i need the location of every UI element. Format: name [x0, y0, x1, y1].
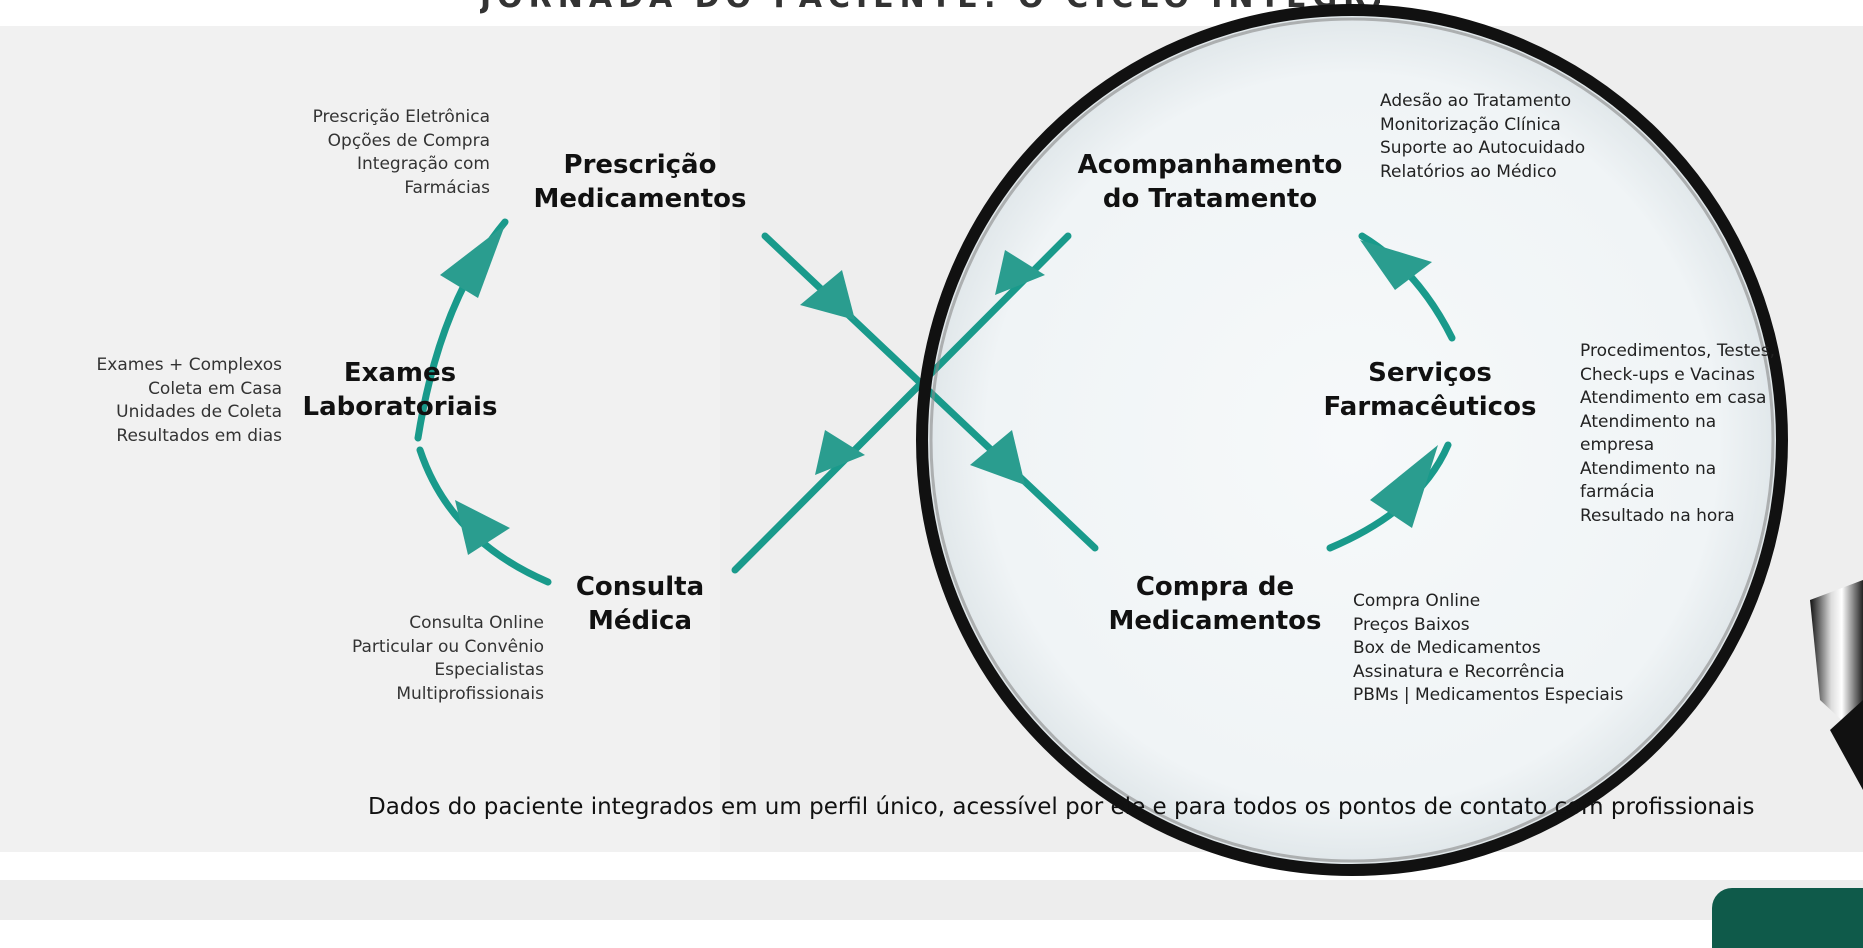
node-consulta: Consulta Médica: [555, 570, 725, 638]
list-item: farmácia: [1580, 482, 1655, 502]
list-item: Assinatura e Recorrência: [1353, 661, 1565, 682]
list-item: Preços Baixos: [1353, 614, 1470, 635]
list-item: Unidades de Coleta: [116, 402, 282, 422]
list-item: PBMs | Medicamentos Especiais: [1353, 685, 1624, 705]
list-item: Monitorização Clínica: [1380, 114, 1561, 135]
node-exames-line2: Laboratoriais: [302, 392, 498, 422]
magnifier-rim: [916, 4, 1788, 876]
list-item: Resultados em dias: [116, 425, 282, 446]
arrowhead-down-right-2: [970, 430, 1025, 485]
list-item: Relatórios ao Médico: [1380, 161, 1557, 182]
bottom-band: [0, 880, 1863, 920]
list-item: Procedimentos, Testes,: [1580, 341, 1776, 361]
list-servicos: Procedimentos, Testes, Check-ups e Vacin…: [1580, 340, 1810, 528]
list-item: Particular ou Convênio: [352, 636, 544, 657]
node-servicos: Serviços Farmacêuticos: [1310, 356, 1550, 424]
list-item: Especialistas: [434, 660, 544, 680]
page-title: JORNADA DO PACIENTE: O CICLO INTEGRADO: [480, 0, 1380, 14]
cycle-diagram: [414, 4, 1863, 876]
list-item: Opções de Compra: [327, 130, 490, 151]
node-compra-line2: Medicamentos: [1108, 606, 1322, 636]
node-consulta-line2: Médica: [588, 606, 692, 636]
node-exames-line1: Exames: [343, 358, 457, 388]
list-item: Coleta em Casa: [148, 378, 282, 399]
magnifier-handle: [1810, 580, 1863, 790]
list-item: Integração com: [357, 154, 490, 174]
node-acompanhamento: Acompanhamento do Tratamento: [1065, 148, 1355, 216]
arrowhead-up-servicos: [1370, 445, 1438, 528]
list-item: Farmácias: [404, 177, 490, 198]
node-prescricao-line2: Medicamentos: [533, 184, 747, 214]
node-servicos-line2: Farmacêuticos: [1323, 392, 1537, 422]
node-prescricao-line1: Prescrição: [563, 150, 717, 180]
node-prescricao: Prescrição Medicamentos: [520, 148, 760, 216]
list-item: Atendimento na: [1580, 458, 1717, 479]
list-item: empresa: [1580, 435, 1655, 455]
list-item: Prescrição Eletrônica: [312, 107, 490, 127]
arc-servicos-to-acompanhamento: [1358, 232, 1456, 342]
node-compra: Compra de Medicamentos: [1095, 570, 1335, 638]
node-compra-line1: Compra de: [1135, 572, 1295, 602]
footer-caption: Dados do paciente integrados em um perfi…: [368, 794, 1755, 820]
diagram-panel-left-shade: [0, 26, 720, 852]
list-item: Consulta Online: [409, 613, 544, 633]
node-servicos-line1: Serviços: [1368, 358, 1492, 388]
list-item: Suporte ao Autocuidado: [1380, 138, 1586, 158]
arrowhead-up-exames: [455, 500, 510, 555]
list-item: Exames + Complexos: [96, 355, 282, 375]
list-item: Compra Online: [1353, 591, 1481, 611]
list-prescricao: Prescrição Eletrônica Opções de Compra I…: [250, 106, 490, 200]
node-acompanhamento-line1: Acompanhamento: [1077, 150, 1343, 180]
list-item: Atendimento na: [1580, 411, 1717, 432]
list-item: Multiprofissionais: [396, 683, 544, 704]
node-consulta-line1: Consulta: [575, 572, 705, 602]
list-compra: Compra Online Preços Baixos Box de Medic…: [1353, 590, 1623, 708]
list-consulta: Consulta Online Particular ou Convênio E…: [290, 612, 544, 706]
list-item: Check-ups e Vacinas: [1580, 364, 1755, 385]
arrowhead-up-acompanhamento: [1360, 240, 1432, 290]
node-acompanhamento-line2: do Tratamento: [1102, 184, 1318, 214]
magnifier-lens: [922, 10, 1782, 870]
arrowhead-down-right-1: [800, 270, 855, 320]
line-consulta-to-acompanhamento: [731, 232, 1072, 574]
arrowhead-up-prescricao: [440, 225, 505, 298]
list-item: Adesão ao Tratamento: [1380, 91, 1572, 111]
corner-badge: [1712, 888, 1863, 948]
list-item: Box de Medicamentos: [1353, 638, 1541, 658]
arrowhead-down-left-2: [815, 430, 865, 475]
node-exames: Exames Laboratoriais: [300, 356, 500, 424]
list-acompanhamento: Adesão ao Tratamento Monitorização Clíni…: [1380, 90, 1585, 184]
arrowhead-down-left-1: [995, 250, 1045, 295]
list-item: Atendimento em casa: [1580, 388, 1767, 408]
list-exames: Exames + Complexos Coleta em Casa Unidad…: [40, 354, 282, 448]
list-item: Resultado na hora: [1580, 505, 1735, 526]
